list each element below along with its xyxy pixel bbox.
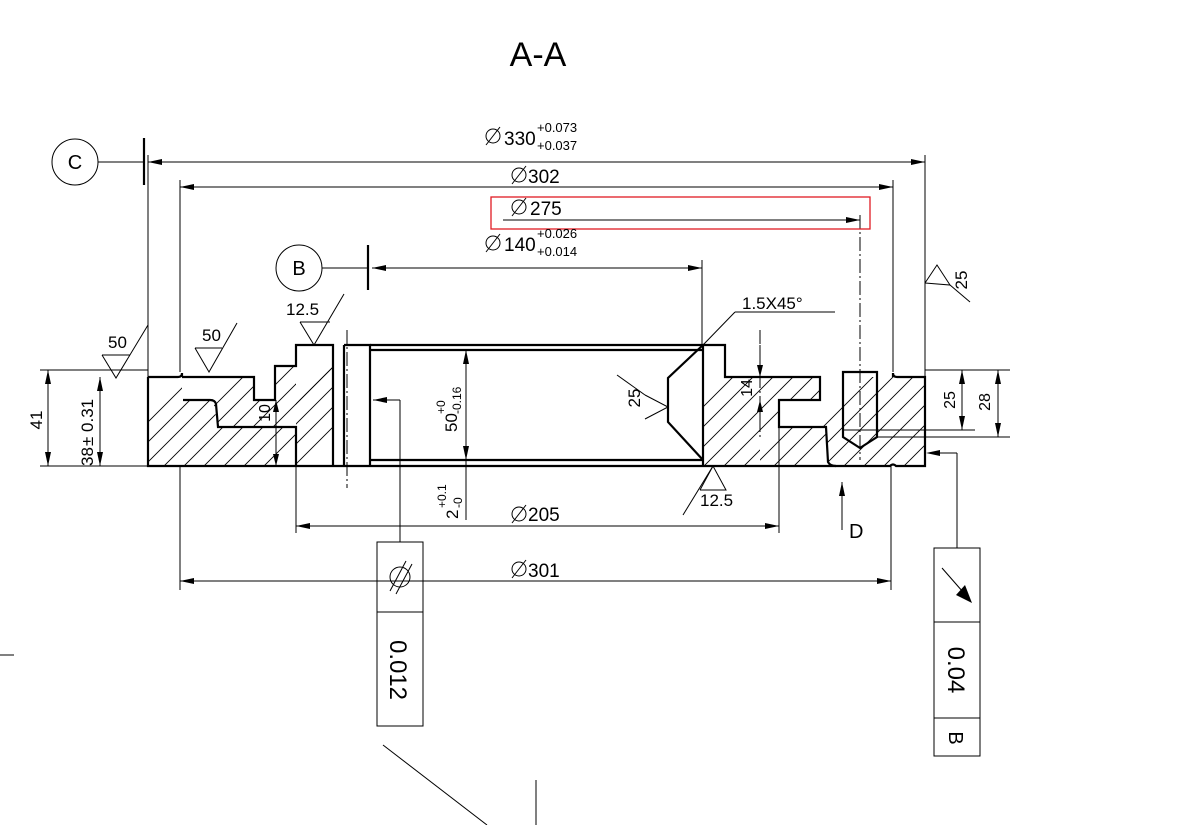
- dim-330-tol-lower: +0.037: [537, 138, 577, 153]
- dim-10: 10: [257, 404, 274, 422]
- dim-50-tol-lower: -0.16: [450, 386, 464, 414]
- roughness-left-outer: 50: [108, 333, 127, 352]
- dim-14: 14: [739, 379, 756, 397]
- dim-50-tol-upper: +0: [434, 400, 448, 414]
- cylindricity-icon: [389, 560, 413, 595]
- surface-roughness-icon: [101, 264, 971, 516]
- dim-50: 50: [442, 413, 461, 432]
- dim-205: 205: [528, 505, 560, 526]
- dim-2-tol-upper: +0.1: [435, 484, 449, 508]
- chamfer-label: 1.5X45°: [742, 294, 803, 313]
- dim-2: 2: [443, 510, 462, 519]
- roughness-bore-top: 12.5: [286, 300, 319, 319]
- runout-datum: B: [944, 731, 966, 744]
- dimension-lines: [0, 138, 1010, 825]
- roughness-chamfer: 25: [625, 389, 644, 408]
- dim-2-tol-lower: -0: [451, 497, 465, 508]
- dim-41: 41: [27, 411, 46, 430]
- dim-275: 275: [530, 199, 562, 220]
- dim-140-tol-upper: +0.026: [537, 226, 577, 241]
- dim-38-tol: ± 0.31: [78, 399, 97, 446]
- datum-c: C: [51, 138, 99, 186]
- cylindricity-value: 0.012: [384, 640, 411, 700]
- dim-28-right: 28: [977, 393, 994, 411]
- runout-value: 0.04: [942, 647, 969, 694]
- datum-b-label: B: [292, 258, 305, 280]
- datum-b: B: [275, 244, 323, 292]
- roughness-bottom: 12.5: [700, 491, 733, 510]
- circular-runout-icon: [941, 567, 972, 603]
- dim-301: 301: [528, 561, 560, 582]
- diameter-symbol-icon: [485, 126, 527, 579]
- roughness-left-face: 50: [202, 326, 221, 345]
- section-hatching: [148, 349, 925, 466]
- datum-c-label: C: [68, 152, 82, 174]
- dim-140: 140: [504, 235, 536, 256]
- runout-frame: 0.04 B: [933, 547, 981, 757]
- dim-302: 302: [528, 167, 560, 188]
- dim-25-right: 25: [942, 391, 959, 409]
- section-title: A-A: [510, 36, 567, 74]
- dim-330-tol-upper: +0.073: [537, 120, 577, 135]
- datum-d: D: [849, 521, 863, 543]
- dim-330: 330: [504, 129, 536, 150]
- highlight-box: [490, 196, 871, 230]
- dim-38: 38: [78, 447, 97, 466]
- cylindricity-frame: 0.012: [376, 541, 424, 727]
- dim-140-tol-lower: +0.014: [537, 244, 577, 259]
- part-outline: [146, 343, 927, 468]
- roughness-right-face: 25: [952, 271, 971, 290]
